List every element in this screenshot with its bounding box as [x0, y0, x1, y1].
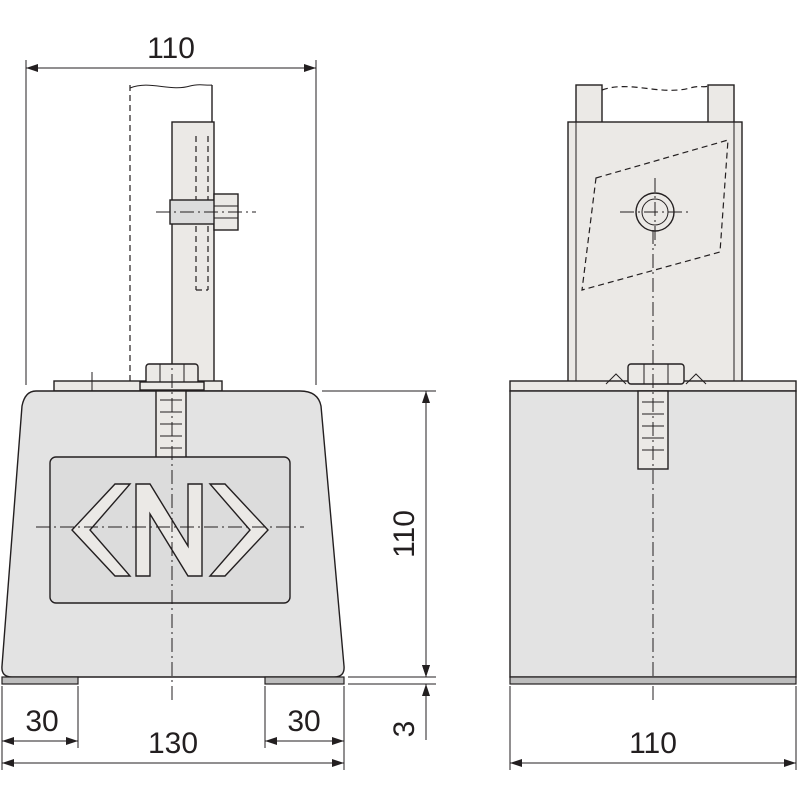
dim-label-top-width: 110 [147, 32, 195, 65]
dim-label-base-width: 130 [148, 727, 198, 760]
side-view [509, 84, 797, 700]
dim-label-pad-thickness: 3 [388, 721, 421, 738]
bolt-thread-front [155, 390, 187, 462]
n-logo [71, 483, 269, 577]
front-view [1, 84, 345, 700]
clamp-bolt-side [620, 178, 690, 248]
dim-label-side-width: 110 [629, 727, 677, 760]
pad-side [509, 676, 797, 685]
dim-label-foot-right: 30 [287, 705, 320, 738]
pipe-side [575, 84, 735, 124]
base-bolt-side [605, 363, 707, 385]
bracket-plate-side [567, 121, 743, 387]
dim-label-foot-left: 30 [25, 705, 58, 738]
dimension-foot-left: 30 [1, 686, 79, 770]
pad-right [264, 676, 345, 685]
bracket-plate-front [171, 121, 215, 385]
pipe-front [129, 84, 213, 385]
dimension-foot-right: 30 [264, 686, 345, 770]
pad-left [1, 676, 79, 685]
clamp-outline-side [581, 139, 729, 291]
dimension-height: 110 [322, 390, 436, 678]
clamp-bolt-front [156, 193, 256, 231]
dimension-pad-thickness: 3 [348, 640, 436, 740]
dimension-base-width: 130 [2, 727, 344, 767]
dimension-top-width: 110 [25, 32, 317, 385]
dim-label-height: 110 [388, 510, 421, 558]
dimension-side-width: 110 [509, 686, 797, 770]
